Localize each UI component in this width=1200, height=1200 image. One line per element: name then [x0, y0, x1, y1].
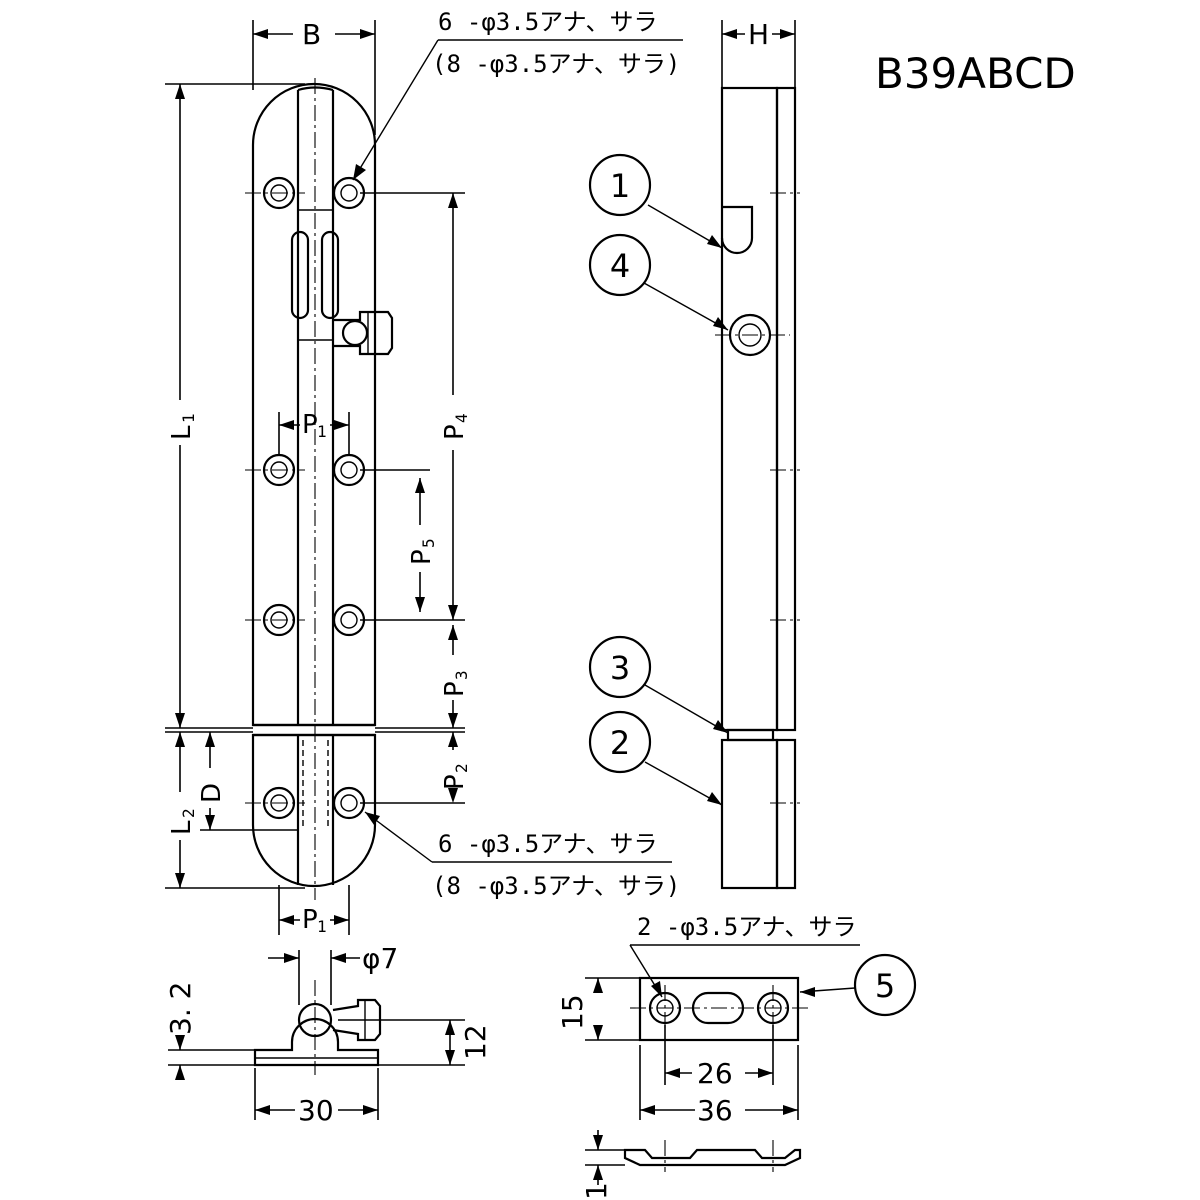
hole — [332, 603, 366, 637]
svg-text:1: 1 — [317, 422, 327, 441]
svg-text:D: D — [197, 783, 227, 803]
side-view — [715, 86, 800, 890]
hole — [332, 176, 366, 210]
dim-26: 26 — [664, 1025, 774, 1090]
dim-P2: P 2 — [360, 731, 471, 804]
model-number: B39ABCD — [875, 49, 1076, 98]
dim-P4: P 4 — [360, 192, 471, 621]
svg-text:P: P — [302, 905, 318, 935]
hole — [332, 453, 366, 487]
svg-text:P: P — [440, 774, 470, 790]
hole — [245, 603, 305, 637]
svg-text:3. 2: 3. 2 — [164, 982, 197, 1035]
dim-B: B — [252, 18, 376, 135]
svg-text:3: 3 — [452, 670, 471, 680]
svg-text:6 -φ3.5アナ、サラ: 6 -φ3.5アナ、サラ — [438, 830, 657, 858]
dim-phi7: φ7 — [268, 942, 398, 1005]
svg-text:1: 1 — [580, 1182, 613, 1200]
svg-text:4: 4 — [610, 247, 630, 285]
dim-D: D — [197, 732, 298, 831]
svg-text:5: 5 — [875, 967, 895, 1005]
hole — [332, 786, 366, 820]
svg-text:(8 -φ3.5アナ、サラ): (8 -φ3.5アナ、サラ) — [432, 872, 680, 900]
dim-L1: L 1 — [165, 83, 305, 729]
dim-3-2: 3. 2 — [164, 982, 255, 1080]
svg-text:(8 -φ3.5アナ、サラ): (8 -φ3.5アナ、サラ) — [432, 50, 680, 78]
svg-text:H: H — [748, 18, 769, 51]
svg-text:1: 1 — [317, 917, 327, 936]
strike-plate-top-view — [630, 976, 808, 1042]
end-view — [253, 980, 382, 1075]
hole — [245, 176, 305, 210]
svg-text:2 -φ3.5アナ、サラ: 2 -φ3.5アナ、サラ — [637, 913, 856, 941]
svg-text:2: 2 — [452, 763, 471, 773]
note-holes-strike: 2 -φ3.5アナ、サラ — [629, 913, 860, 998]
front-mounting-holes — [245, 176, 366, 820]
svg-text:L: L — [167, 820, 197, 835]
svg-text:26: 26 — [697, 1057, 733, 1090]
dim-H: H — [721, 18, 796, 88]
dim-P1-top: P 1 — [278, 410, 350, 455]
dim-12: 12 — [338, 1019, 492, 1066]
balloon-3: 3 — [588, 635, 729, 734]
svg-text:2: 2 — [179, 808, 198, 818]
svg-text:P: P — [407, 549, 437, 565]
svg-text:B: B — [302, 18, 321, 51]
dim-1: 1 — [580, 1130, 625, 1200]
dim-P5: P 5 — [360, 469, 438, 612]
svg-text:P: P — [440, 424, 470, 440]
svg-text:30: 30 — [298, 1094, 334, 1127]
balloon-1: 1 — [588, 153, 723, 249]
svg-text:5: 5 — [419, 538, 438, 548]
svg-text:3: 3 — [610, 649, 630, 687]
svg-text:P: P — [302, 410, 318, 440]
svg-text:P: P — [440, 681, 470, 697]
balloon-5: 5 — [799, 953, 917, 1017]
dim-P1-bottom: P 1 — [278, 885, 350, 936]
dim-30: 30 — [254, 1068, 379, 1127]
dim-15: 15 — [556, 977, 640, 1041]
svg-text:2: 2 — [610, 724, 630, 762]
svg-text:6 -φ3.5アナ、サラ: 6 -φ3.5アナ、サラ — [438, 8, 657, 36]
note-holes-bottom: 6 -φ3.5アナ、サラ (8 -φ3.5アナ、サラ) — [364, 811, 680, 900]
hole — [245, 786, 305, 820]
svg-text:36: 36 — [697, 1094, 733, 1127]
svg-text:12: 12 — [459, 1024, 492, 1060]
svg-text:15: 15 — [556, 994, 589, 1030]
dim-36: 36 — [639, 1045, 799, 1127]
balloon-2: 2 — [588, 710, 723, 806]
svg-text:φ7: φ7 — [362, 942, 398, 975]
svg-text:L: L — [167, 425, 197, 440]
strike-plate-side-view — [623, 1140, 802, 1172]
note-holes-top: 6 -φ3.5アナ、サラ (8 -φ3.5アナ、サラ) — [352, 8, 683, 181]
svg-text:1: 1 — [610, 167, 630, 205]
svg-text:1: 1 — [179, 413, 198, 423]
dim-L2: L 2 — [165, 731, 305, 889]
front-view — [251, 78, 394, 900]
dim-P3: P 3 — [375, 625, 471, 729]
svg-text:4: 4 — [452, 413, 471, 423]
balloon-4: 4 — [588, 233, 729, 331]
